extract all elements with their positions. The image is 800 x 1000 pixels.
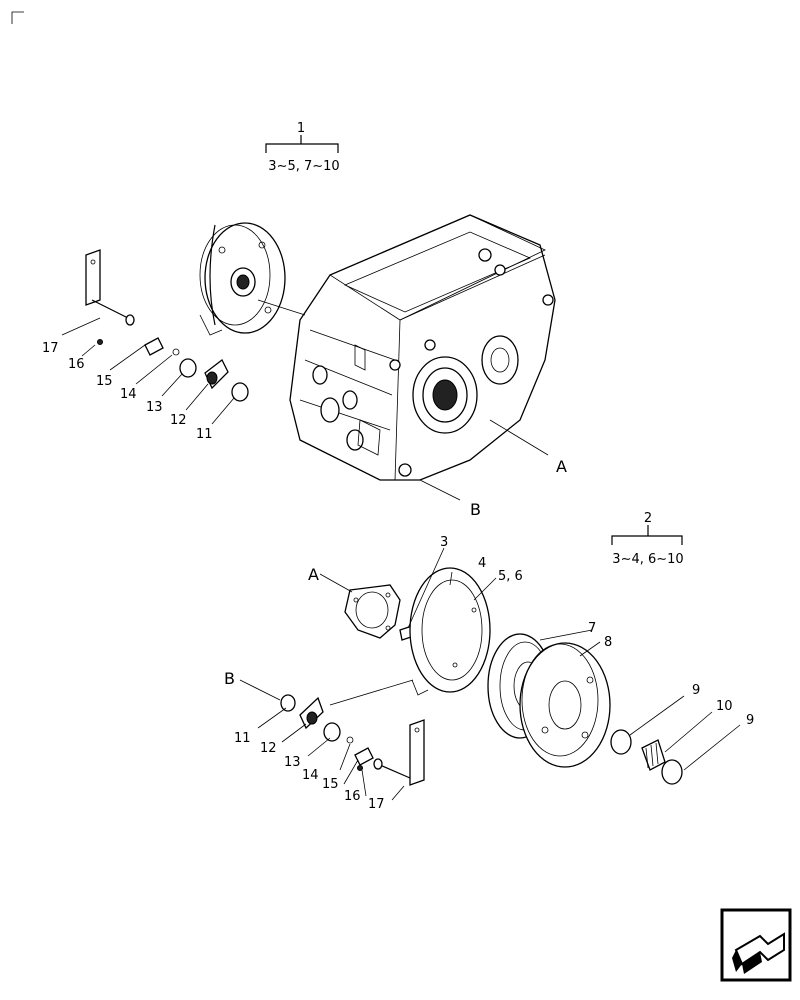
label-3-lower: 3 [440, 535, 448, 550]
label-9b-lower: 9 [746, 713, 754, 728]
arrow-nav-icon[interactable] [720, 908, 792, 982]
upper-leaders [61, 317, 549, 501]
label-13-upper: 13 [146, 400, 163, 415]
group-2-number: 2 [644, 511, 652, 526]
group-1-range: 3∼5, 7∼10 [268, 159, 339, 174]
label-13-lower: 13 [284, 755, 301, 770]
group-2-bracket: 2 3∼4, 6∼10 [611, 511, 684, 567]
transmission-housing [289, 214, 556, 481]
label-17-upper: 17 [42, 341, 59, 356]
label-12-upper: 12 [170, 413, 187, 428]
label-16-lower: 16 [344, 789, 361, 804]
label-11-lower: 11 [234, 731, 251, 746]
label-11-upper: 11 [196, 427, 213, 442]
label-7-lower: 7 [588, 621, 596, 636]
label-9a-lower: 9 [692, 683, 700, 698]
lower-brake-disc [519, 642, 611, 768]
callout-b-upper: B [470, 500, 481, 519]
callout-a-lower: A [308, 565, 319, 584]
brake-cover-plate [199, 222, 306, 336]
label-10-lower: 10 [716, 699, 733, 714]
label-17-lower: 17 [368, 797, 385, 812]
label-16-upper: 16 [68, 357, 85, 372]
corner-mark [11, 11, 24, 24]
group-1-bracket: 1 3∼5, 7∼10 [265, 121, 340, 174]
upper-lever-shaft [85, 249, 135, 326]
lower-leaders [239, 547, 741, 801]
label-14-lower: 14 [302, 768, 319, 783]
lower-lever-shaft [373, 719, 425, 786]
label-12-lower: 12 [260, 741, 277, 756]
callout-a-upper: A [556, 457, 567, 476]
label-15-lower: 15 [322, 777, 339, 792]
label-15-upper: 15 [96, 374, 113, 389]
label-5-6-lower: 5, 6 [498, 569, 523, 584]
callout-b-lower: B [224, 669, 235, 688]
group-2-range: 3∼4, 6∼10 [612, 552, 683, 567]
label-4-lower: 4 [478, 556, 486, 571]
lower-snap-rings-bearing [610, 729, 683, 785]
upper-small-parts [97, 337, 249, 402]
lower-brake-ring [409, 567, 491, 696]
label-14-upper: 14 [120, 387, 137, 402]
group-1-number: 1 [297, 121, 305, 136]
lower-small-parts [280, 694, 374, 771]
lower-gasket-a [344, 584, 401, 639]
label-8-lower: 8 [604, 635, 612, 650]
